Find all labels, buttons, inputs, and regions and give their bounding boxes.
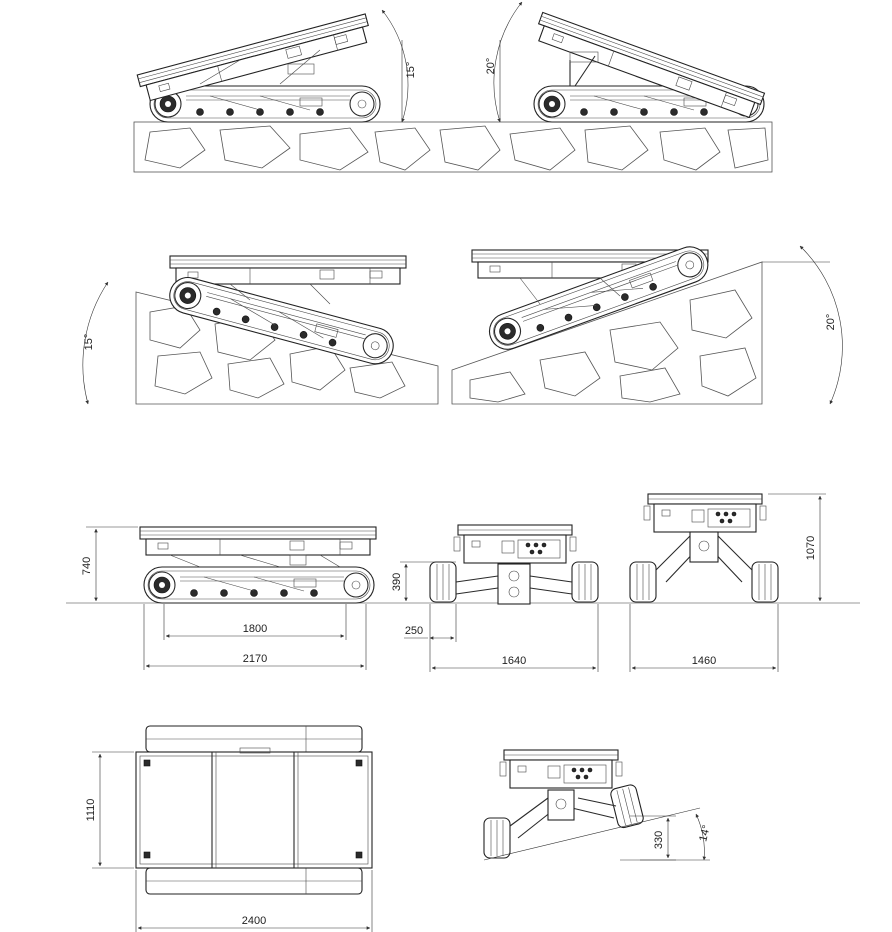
row2-slope-views: 15° 20° [82, 241, 843, 405]
machine-tilt-20 [532, 11, 766, 123]
machine-tilt-15 [136, 13, 381, 123]
dim-2400: 2400 [135, 870, 373, 932]
dim-390: 390 [391, 561, 456, 602]
angle-indicator-20-slope: 20° [762, 245, 843, 405]
dim-250: 250 [404, 604, 457, 642]
dim-1640: 1640 [429, 604, 599, 672]
dim-1800: 1800 [163, 604, 347, 640]
dim-2170: 2170 [143, 604, 367, 670]
dim-label-1110: 1110 [85, 799, 97, 822]
angle-indicator-15-top: 15° [381, 9, 417, 123]
angle-label-20-slope: 20° [825, 314, 837, 331]
dim-740: 740 [81, 526, 138, 602]
angle-label-15: 15° [405, 62, 417, 79]
dim-label-250: 250 [405, 625, 423, 637]
top-view [135, 725, 373, 895]
front-view-high [629, 493, 779, 603]
dim-label-2400: 2400 [242, 915, 266, 927]
dim-label-1640: 1640 [502, 655, 526, 667]
dim-1460: 1460 [629, 604, 779, 672]
angle-label-15-slope: 15° [83, 334, 95, 351]
front-view-tilted [483, 749, 701, 861]
row4-top-and-tilt-views: 1110 2400 330 [85, 725, 713, 932]
angle-indicator-20-top: 20° [485, 1, 523, 123]
angle-indicator-14: 14° [640, 813, 713, 861]
dim-label-740: 740 [81, 557, 93, 575]
dim-label-1070: 1070 [805, 536, 817, 560]
dim-label-330: 330 [653, 831, 665, 849]
dim-label-2170: 2170 [243, 653, 267, 665]
machine-slope-15 [165, 255, 407, 369]
dim-label-1800: 1800 [243, 623, 267, 635]
front-view-low [429, 524, 599, 605]
row1-climb-views: 15° 20° [133, 1, 773, 173]
dim-1110: 1110 [85, 751, 134, 869]
dim-label-1460: 1460 [692, 655, 716, 667]
dim-1070: 1070 [768, 493, 826, 602]
row3-dimension-views: 740 1800 2170 [66, 493, 860, 672]
angle-label-14: 14° [697, 824, 713, 843]
dim-label-390: 390 [391, 573, 403, 591]
side-view [140, 527, 376, 603]
angle-label-20: 20° [485, 58, 497, 75]
angle-indicator-15-slope: 15° [82, 281, 109, 405]
machine-slope-20 [471, 241, 714, 355]
